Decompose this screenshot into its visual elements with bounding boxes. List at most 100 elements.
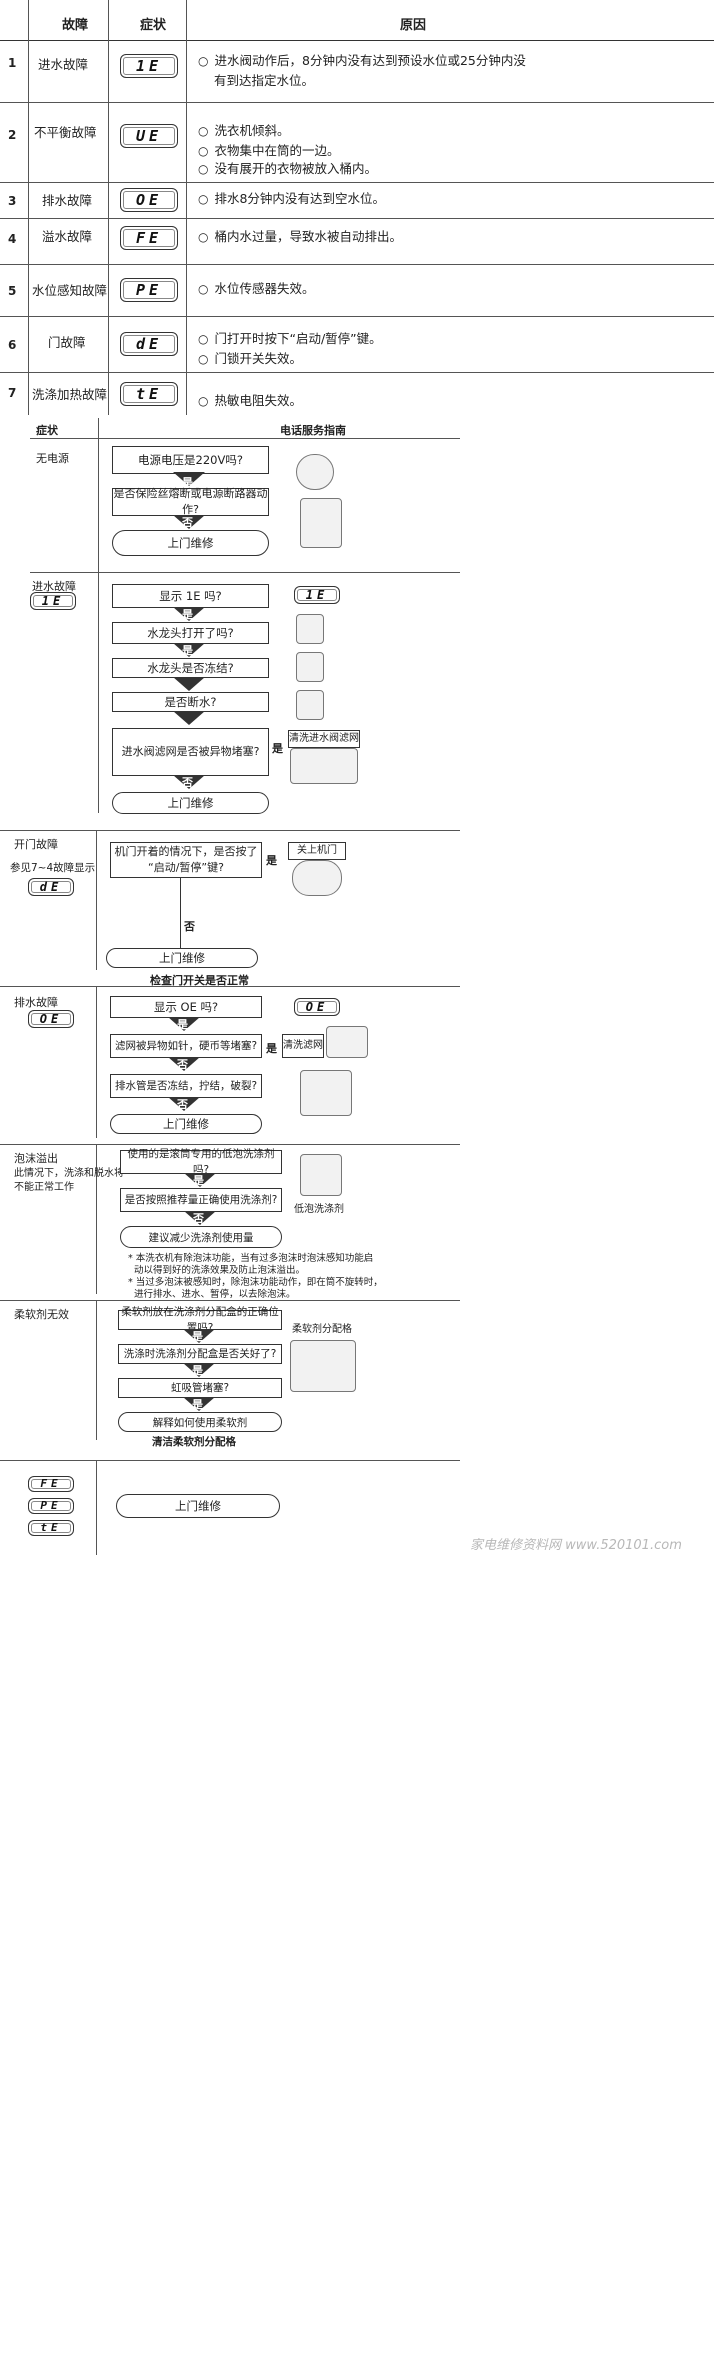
foam-note: 进行排水、进水、暂停，以去除泡沫。 xyxy=(128,1289,296,1300)
cause-line: 有到达指定水位。 xyxy=(214,73,315,88)
cause-line: ○水位传感器失效。 xyxy=(198,281,315,296)
error-code-display: OE xyxy=(294,998,340,1016)
flow-arrow xyxy=(183,1363,215,1377)
breaker-box-icon xyxy=(300,498,342,548)
flow-no-label: 否 xyxy=(182,516,193,529)
row-number: 5 xyxy=(8,284,17,298)
row-fault: 排水故障 xyxy=(42,193,93,208)
dispenser-icon xyxy=(290,1340,356,1392)
cause-line: ○排水8分钟内没有达到空水位。 xyxy=(198,191,385,206)
error-code-display: OE xyxy=(28,1010,74,1028)
flow-arrow xyxy=(173,677,205,691)
flow-arrow xyxy=(183,1329,215,1343)
flow-yes-label: 是 xyxy=(266,854,277,867)
flow-arrow xyxy=(168,1057,200,1071)
flow-question: 排水管是否冻结，拧结，破裂? xyxy=(110,1074,262,1098)
flow-question: 洗涤时洗涤剂分配盒是否关好了? xyxy=(118,1344,282,1364)
symptom-drain: 排水故障 xyxy=(14,996,58,1009)
error-code-display: PE xyxy=(28,1498,74,1514)
bullet-icon: ○ xyxy=(198,192,209,206)
error-code-display: OE xyxy=(120,188,178,212)
faucet-icon xyxy=(296,652,324,682)
row-fault: 门故障 xyxy=(48,335,86,350)
flow-question: 是否按照推荐量正确使用洗涤剂? xyxy=(120,1188,282,1212)
fix-action: 关上机门 xyxy=(288,842,346,860)
header-fault: 故障 xyxy=(62,18,89,33)
error-code-display: tE xyxy=(120,382,178,406)
flow-yes-label: 是 xyxy=(192,1398,203,1411)
flow-yes-label: 是 xyxy=(182,608,193,621)
flow-question: 电源电压是220V吗? xyxy=(112,446,269,474)
fix-action: 清洗滤网 xyxy=(282,1034,324,1058)
row-number: 2 xyxy=(8,128,17,142)
error-code-display: FE xyxy=(120,226,178,250)
fix-action: 清洗进水阀滤网 xyxy=(288,730,360,748)
bullet-icon: ○ xyxy=(198,124,209,138)
row-fault: 水位感知故障 xyxy=(32,283,108,298)
row-fault: 进水故障 xyxy=(38,57,89,72)
flow-arrow xyxy=(184,1173,216,1187)
error-code-display: 1E xyxy=(120,54,178,78)
row-number: 6 xyxy=(8,338,17,352)
flow-no-label: 否 xyxy=(193,1212,204,1225)
power-socket-icon xyxy=(296,454,334,490)
error-code-display: UE xyxy=(120,124,178,148)
flow-question: 水龙头打开了吗? xyxy=(112,622,269,644)
cause-line: ○进水阀动作后，8分钟内没有达到预设水位或25分钟内没 xyxy=(198,53,526,68)
cause-line: ○衣物集中在筒的一边。 xyxy=(198,143,340,158)
guide-col-service: 电话服务指南 xyxy=(280,424,346,437)
cause-line: ○热敏电阻失效。 xyxy=(198,393,302,408)
row-fault: 洗涤加热故障 xyxy=(32,387,108,402)
flow-arrow xyxy=(173,607,205,621)
guide-col-symptom: 症状 xyxy=(36,424,58,437)
symptom-softener: 柔软剂无效 xyxy=(14,1308,69,1321)
flow-question: 机门开着的情况下，是否按了“启动/暂停”键? xyxy=(110,842,262,878)
detergent-label: 低泡洗涤剂 xyxy=(294,1204,344,1215)
flow-yes-label: 是 xyxy=(182,644,193,657)
bullet-icon: ○ xyxy=(198,394,209,408)
row-fault: 溢水故障 xyxy=(42,229,93,244)
foam-note: * 当过多泡沫被感知时，除泡沫功能动作，即在筒不旋转时， xyxy=(128,1277,383,1288)
flow-yes-label: 是 xyxy=(272,742,283,755)
flow-question: 水龙头是否冻结? xyxy=(112,658,269,678)
cause-line: ○洗衣机倾斜。 xyxy=(198,123,290,138)
faucet-icon xyxy=(296,690,324,720)
door-icon xyxy=(292,860,342,896)
faucet-icon xyxy=(296,614,324,644)
flow-yes-label: 是 xyxy=(182,476,193,489)
bullet-icon: ○ xyxy=(198,282,209,296)
flow-question: 滤网被异物如针，硬币等堵塞? xyxy=(110,1034,262,1058)
error-code-display: 1E xyxy=(30,592,76,610)
valve-filter-icon xyxy=(290,748,358,784)
cause-line: ○门锁开关失效。 xyxy=(198,351,302,366)
washer-icon xyxy=(300,1070,352,1116)
bullet-icon: ○ xyxy=(198,352,209,366)
symptom-foam-sub: 此情况下，洗涤和脱水将 xyxy=(14,1168,124,1179)
repair-button: 上门维修 xyxy=(110,1114,262,1134)
flow-question: 虹吸管堵塞? xyxy=(118,1378,282,1398)
symptom-no-power: 无电源 xyxy=(36,452,69,465)
flow-yes-label: 是 xyxy=(192,1330,203,1343)
flow-yes-label: 是 xyxy=(266,1042,277,1055)
symptom-door-sub: 参见7~4故障显示 xyxy=(10,862,96,874)
flow-question: 柔软剂放在洗涤剂分配盒的正确位置吗? xyxy=(118,1306,282,1334)
repair-button: 上门维修 xyxy=(106,948,258,968)
flow-question: 是否断水? xyxy=(112,692,269,712)
flow-arrow xyxy=(173,711,205,725)
row-number: 7 xyxy=(8,386,17,400)
door-note: 检查门开关是否正常 xyxy=(150,974,249,987)
advice-box: 建议减少洗涤剂使用量 xyxy=(120,1226,282,1248)
flow-arrow xyxy=(184,1211,216,1225)
row-fault: 不平衡故障 xyxy=(34,125,97,140)
flow-arrow xyxy=(168,1097,200,1111)
softener-note: 清洁柔软剂分配格 xyxy=(152,1436,236,1448)
error-code-display: FE xyxy=(28,1476,74,1492)
bullet-icon: ○ xyxy=(198,144,209,158)
row-number: 3 xyxy=(8,194,17,208)
error-code-display: tE xyxy=(28,1520,74,1536)
flow-yes-label: 是 xyxy=(192,1364,203,1377)
flow-arrow xyxy=(183,1397,215,1411)
repair-button: 上门维修 xyxy=(112,792,269,814)
repair-button: 上门维修 xyxy=(116,1494,280,1518)
header-cause: 原因 xyxy=(400,18,427,33)
